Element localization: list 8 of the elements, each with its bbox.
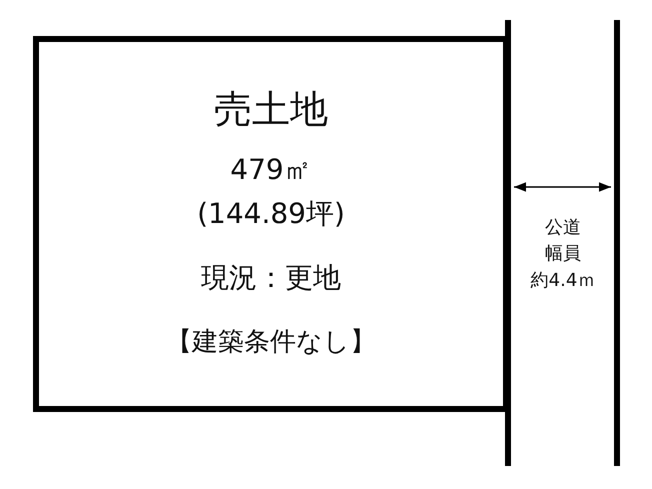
- area-text: (144.89坪): [196, 200, 346, 228]
- road-width-label: 公道: [544, 219, 582, 237]
- lot-title: 売土地: [213, 90, 329, 128]
- condition-text: 【建築条件なし】: [165, 329, 377, 355]
- area-text: 479㎡: [229, 156, 313, 184]
- road-width-label: 約4.4ｍ: [530, 272, 596, 290]
- status-text: 現況：更地: [200, 264, 342, 292]
- road-width-label: 幅員: [544, 245, 582, 263]
